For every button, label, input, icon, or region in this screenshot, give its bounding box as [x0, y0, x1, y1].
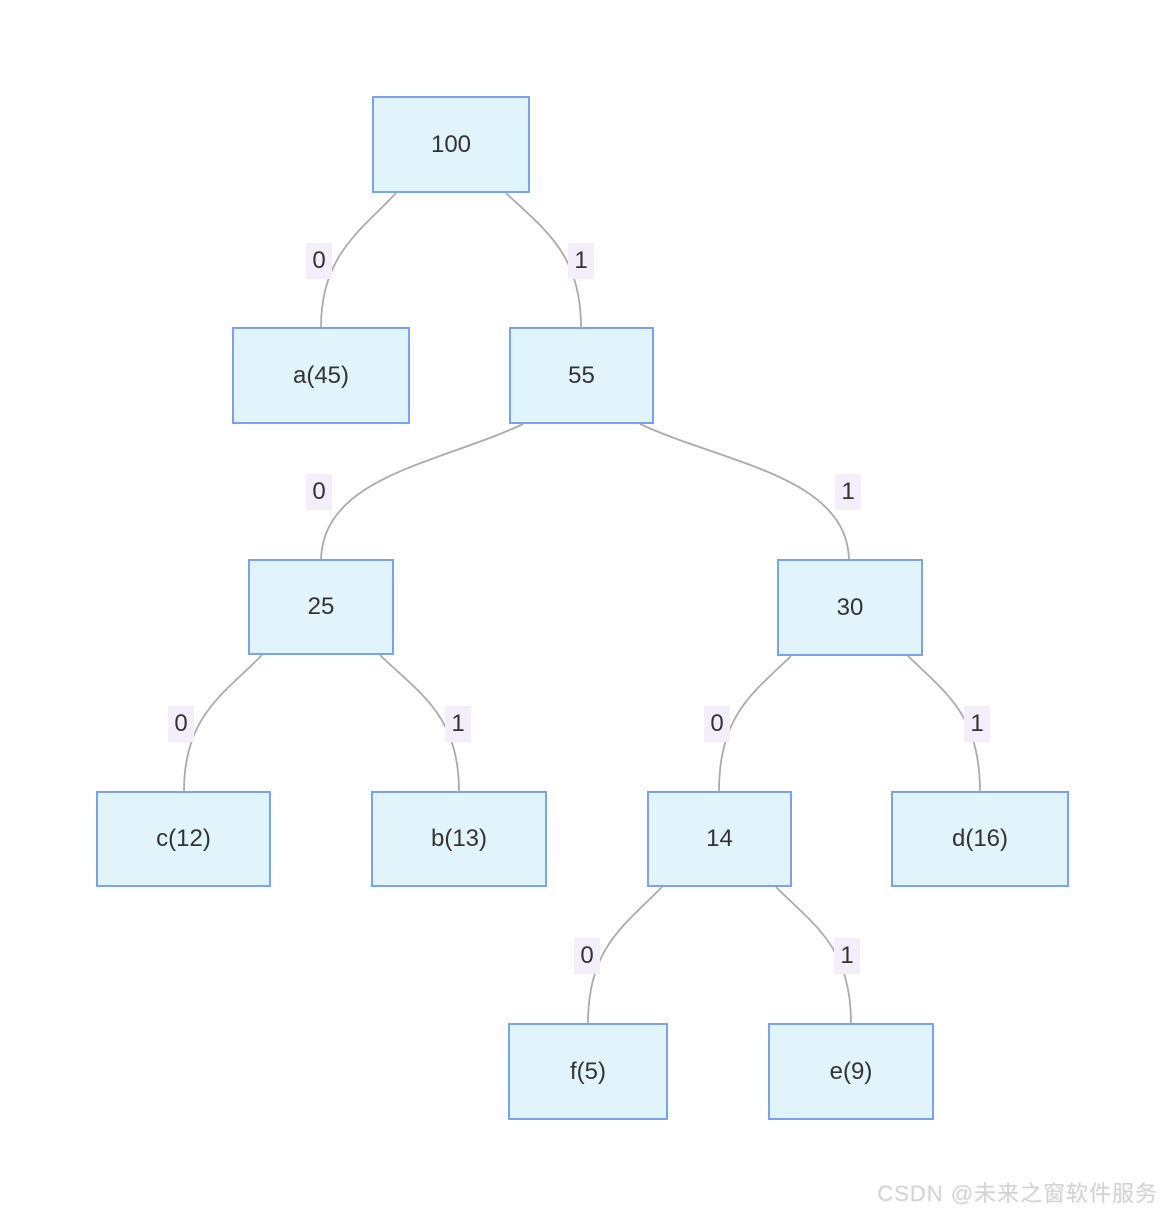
- edge-label-1: 1: [834, 938, 860, 974]
- tree-node-30: 30: [777, 559, 923, 656]
- edge-30-14: [718, 655, 792, 792]
- tree-node-c12: c(12): [96, 791, 271, 887]
- edge-55-30: [639, 423, 850, 560]
- edge-14-e9: [775, 886, 852, 1024]
- edge-label-0: 0: [168, 706, 194, 742]
- edge-label-1: 1: [445, 706, 471, 742]
- tree-node-f5: f(5): [508, 1023, 668, 1120]
- edge-label-0: 0: [704, 706, 730, 742]
- edge-100-a45: [320, 192, 397, 328]
- tree-node-root-100: 100: [372, 96, 530, 193]
- edge-label-1: 1: [964, 706, 990, 742]
- edge-30-d16: [907, 655, 981, 792]
- tree-node-14: 14: [647, 791, 792, 887]
- edge-55-25: [320, 423, 524, 560]
- tree-node-e9: e(9): [768, 1023, 934, 1120]
- edge-25-c12: [183, 654, 263, 792]
- tree-node-d16: d(16): [891, 791, 1069, 887]
- tree-node-55: 55: [509, 327, 654, 424]
- tree-node-25: 25: [248, 559, 394, 655]
- tree-node-b13: b(13): [371, 791, 547, 887]
- edge-label-1: 1: [568, 243, 594, 279]
- edge-label-0: 0: [306, 474, 332, 510]
- edge-14-f5: [587, 886, 663, 1024]
- edge-label-0: 0: [306, 243, 332, 279]
- tree-node-a45: a(45): [232, 327, 410, 424]
- edge-label-1: 1: [835, 474, 861, 510]
- edge-25-b13: [379, 654, 460, 792]
- edge-label-0: 0: [574, 938, 600, 974]
- csdn-watermark: CSDN @未来之窗软件服务: [877, 1181, 1158, 1206]
- edge-100-55: [505, 192, 582, 328]
